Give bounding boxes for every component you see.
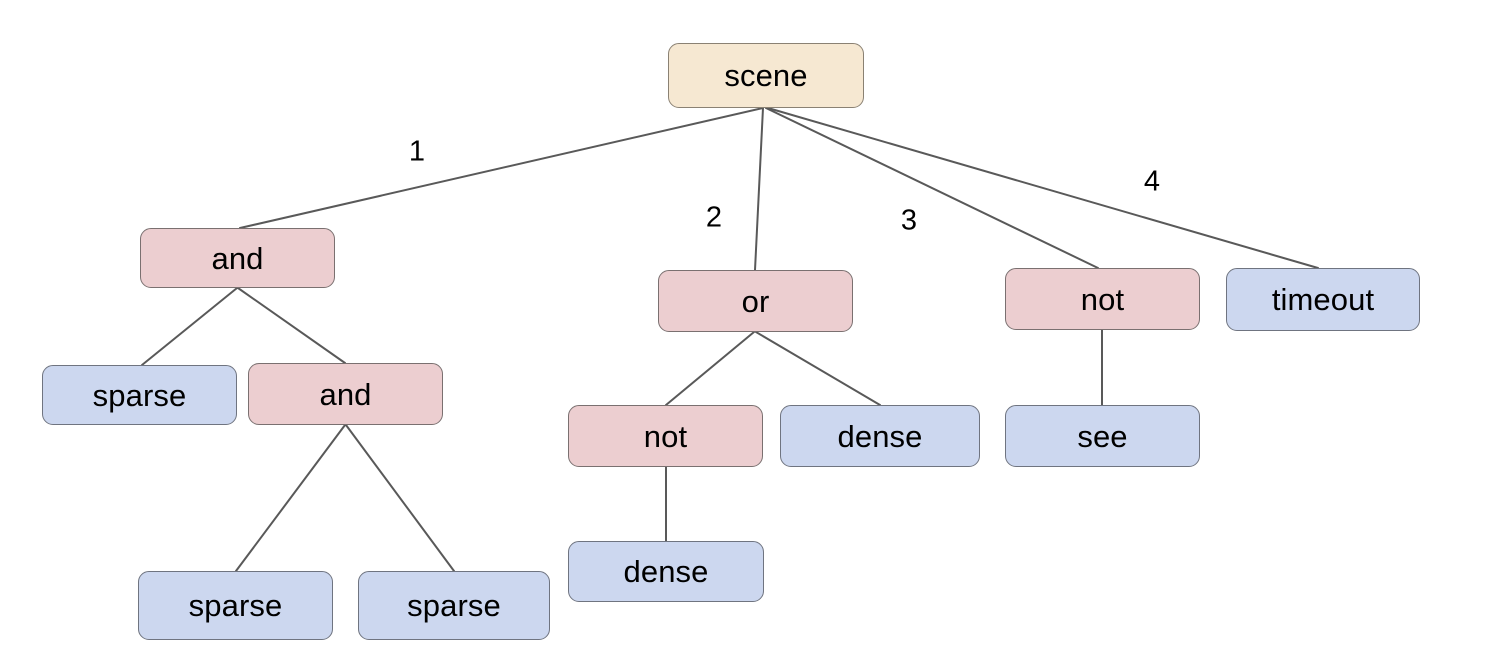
tree-node-sparse3[interactable]: sparse (358, 571, 550, 640)
tree-node-label: sparse (407, 588, 501, 623)
tree-node-label: see (1077, 418, 1128, 454)
tree-node-label: not (643, 418, 688, 454)
tree-node-label: dense (623, 554, 709, 589)
tree-node-sparse1[interactable]: sparse (42, 365, 237, 425)
tree-node-label: sparse (188, 588, 283, 623)
tree-node-label: timeout (1271, 282, 1375, 317)
tree-node-label: scene (724, 58, 808, 93)
tree-node-see1[interactable]: see (1005, 405, 1200, 467)
tree-node-scene[interactable]: scene (668, 43, 864, 108)
edge-index-label: 4 (1143, 165, 1161, 198)
tree-node-not1[interactable]: not (1005, 268, 1200, 330)
tree-node-label: and (211, 240, 264, 276)
tree-node-label: or (741, 283, 770, 319)
tree-node-label: and (319, 376, 372, 412)
tree-node-timeout1[interactable]: timeout (1226, 268, 1420, 331)
tree-node-and2[interactable]: and (248, 363, 443, 425)
edge-index-label: 3 (900, 204, 918, 237)
tree-node-or1[interactable]: or (658, 270, 853, 332)
tree-node-dense2[interactable]: dense (568, 541, 764, 602)
tree-node-and1[interactable]: and (140, 228, 335, 288)
edge-index-label: 2 (705, 201, 723, 234)
tree-node-not2[interactable]: not (568, 405, 763, 467)
edge-index-label: 1 (408, 135, 426, 168)
tree-node-label: sparse (92, 377, 187, 413)
tree-node-sparse2[interactable]: sparse (138, 571, 333, 640)
tree-node-label: dense (837, 418, 923, 454)
tree-node-label: not (1080, 281, 1125, 317)
tree-node-dense1[interactable]: dense (780, 405, 980, 467)
